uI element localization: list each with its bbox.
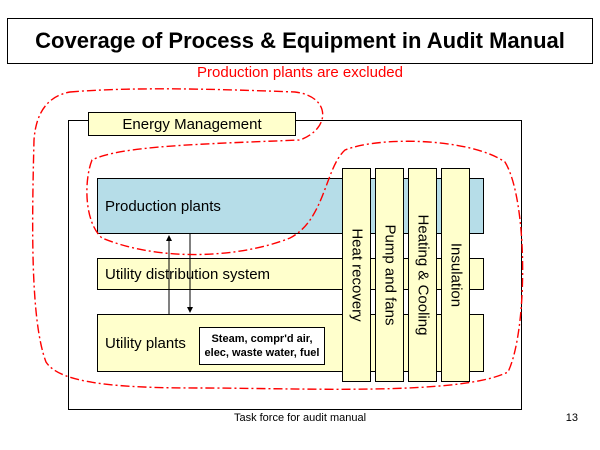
heating-cooling-column: Heating & Cooling [408, 168, 437, 382]
utility-distribution-label: Utility distribution system [105, 265, 271, 283]
insulation-column: Insulation [441, 168, 470, 382]
heat-recovery-column: Heat recovery [342, 168, 371, 382]
utility-types-line-1: Steam, compr'd air, [211, 333, 313, 345]
energy-management-box: Energy Management [88, 112, 296, 136]
utility-plants-label: Utility plants [105, 334, 186, 352]
page-number: 13 [565, 412, 578, 424]
pump-and-fans-column: Pump and fans [375, 168, 404, 382]
slide-title: Coverage of Process & Equipment in Audit… [7, 18, 593, 64]
scope-boundary-dashed [31, 88, 524, 390]
utility-types-line-2: elec, waste water, fuel [204, 347, 320, 359]
footer-text: Task force for audit manual [233, 412, 367, 424]
exclusion-note: Production plants are excluded [197, 64, 403, 81]
production-plants-label: Production plants [105, 197, 221, 215]
utility-types-box: Steam, compr'd air, elec, waste water, f… [199, 327, 325, 365]
